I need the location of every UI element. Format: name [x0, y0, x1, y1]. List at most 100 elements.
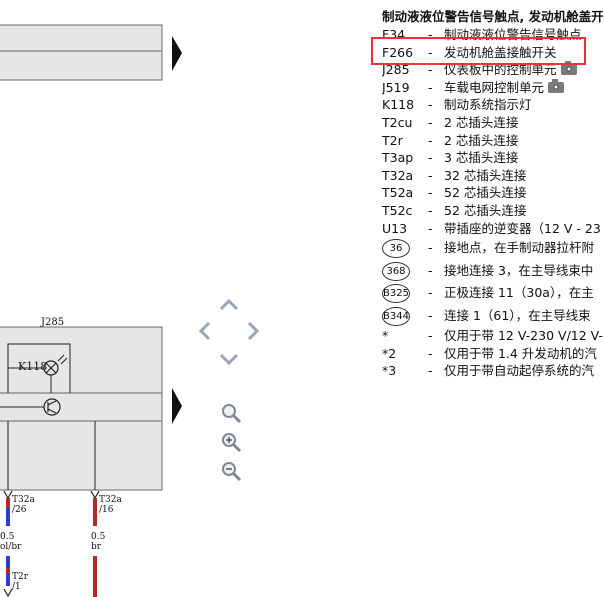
legend-row-t2cu: T2cu - 2 芯插头连接 — [382, 114, 604, 132]
wire-color-left: ol/br — [0, 542, 22, 552]
wire-left-lower-red — [6, 568, 10, 574]
legend-desc: 2 芯插头连接 — [444, 114, 519, 130]
legend-row-u13: U13 - 带插座的逆变器（12 V - 23 — [382, 220, 604, 238]
wire-left-blue — [6, 508, 10, 526]
legend-row-t3ap: T3ap - 3 芯插头连接 — [382, 149, 604, 167]
chevron-left-icon[interactable] — [196, 320, 218, 342]
legend-desc: 52 芯插头连接 — [444, 202, 527, 218]
positive-connection-icon: B325 — [382, 284, 410, 304]
legend-desc: 制动系统指示灯 — [444, 97, 532, 113]
k118-label: K118 — [18, 360, 48, 373]
connector-pin-right-label: /16 — [99, 505, 114, 515]
legend-code: *2 — [382, 345, 397, 361]
legend-desc: 32 芯插头连接 — [444, 167, 527, 183]
zoom-in-icon[interactable] — [220, 431, 242, 453]
chevron-down-icon[interactable] — [218, 352, 240, 374]
legend-row-k118: K118 - 制动系统指示灯 — [382, 96, 604, 114]
lamp-ray-2 — [60, 357, 68, 365]
transistor-lead-a — [47, 400, 57, 406]
connector-code-lower: T2r — [12, 572, 29, 582]
legend-dash: - — [428, 114, 433, 130]
chevron-up-icon[interactable] — [218, 296, 240, 318]
legend-desc: 仅用于带自动起停系统的汽 — [444, 363, 595, 379]
connector-pin-left-label: /26 — [12, 505, 27, 515]
legend-row-f266: F266 - 发动机舱盖接触开关 — [382, 44, 604, 62]
ground-connection-icon: 368 — [382, 261, 410, 281]
legend-dash: - — [428, 132, 433, 148]
component-legend: 制动液液位警告信号触点, 发动机舱盖开 F34 - 制动液液位警告信号触点 F2… — [382, 8, 604, 380]
legend-desc: 仅用于带 1.4 升发动机的汽 — [444, 345, 597, 361]
legend-desc: 2 芯插头连接 — [444, 132, 519, 148]
wire-spec-right: 0.5 br — [91, 532, 105, 552]
legend-dash: - — [428, 79, 433, 95]
legend-dash: - — [428, 328, 433, 344]
lamp-ray-1 — [57, 354, 65, 362]
legend-row-b325: B325 - 正极连接 11（30a），在主 — [382, 282, 604, 305]
legend-note-3: *3 - 仅用于带自动起停系统的汽 — [382, 362, 604, 380]
legend-note-2: *2 - 仅用于带 1.4 升发动机的汽 — [382, 345, 604, 363]
ground-point-icon: 36 — [382, 239, 410, 259]
legend-code: T52c — [382, 202, 413, 218]
legend-row-t52c: T52c - 52 芯插头连接 — [382, 202, 604, 220]
wire-left-red — [6, 498, 10, 508]
wire-size-left: 0.5 — [0, 532, 15, 542]
legend-code: T32a — [382, 167, 414, 183]
lamp-cross-b — [45, 362, 57, 374]
legend-dash: - — [428, 202, 433, 218]
legend-row-t52a: T52a - 52 芯插头连接 — [382, 184, 604, 202]
connector-pin-right — [90, 490, 100, 500]
camera-icon[interactable] — [548, 78, 565, 93]
legend-code: T2cu — [382, 114, 413, 130]
legend-desc: 接地点，在手制动器拉杆附 — [444, 240, 595, 256]
j285-block — [0, 326, 163, 491]
transistor-symbol-icon — [43, 398, 61, 416]
legend-desc: 发动机舱盖接触开关 — [444, 44, 557, 60]
legend-code: J519 — [382, 79, 410, 95]
connector-label-left: T32a /26 — [12, 495, 35, 515]
legend-desc: 仪表板中的控制单元 — [444, 61, 577, 79]
legend-row-t32a: T32a - 32 芯插头连接 — [382, 167, 604, 185]
connector-pin-lower-label: /1 — [12, 582, 21, 592]
legend-row-ground-36: 36 - 接地点，在手制动器拉杆附 — [382, 237, 604, 260]
connector-pin-lower — [3, 588, 13, 597]
legend-code: * — [382, 328, 389, 344]
page-arrow-lower — [172, 388, 182, 424]
connection-icon: B344 — [382, 306, 410, 326]
j285-label: J285 — [41, 317, 65, 328]
legend-dash: - — [428, 285, 433, 301]
legend-row-t2r: T2r - 2 芯插头连接 — [382, 132, 604, 150]
page-arrow-upper — [172, 36, 182, 71]
legend-desc: 制动液液位警告信号触点 — [444, 27, 582, 42]
legend-desc: 52 芯插头连接 — [444, 185, 527, 201]
legend-desc: 接地连接 3，在主导线束中 — [444, 262, 594, 278]
legend-dash: - — [428, 44, 433, 60]
legend-dash: - — [428, 185, 433, 201]
connector-code-right: T32a — [99, 495, 122, 505]
wire-spec-left: 0.5 ol/br — [0, 532, 21, 552]
legend-desc: 3 芯插头连接 — [444, 150, 519, 166]
zoom-out-icon[interactable] — [220, 460, 242, 482]
connector-label-lower: T2r /1 — [12, 572, 28, 592]
legend-dash: - — [428, 27, 433, 42]
chevron-right-icon[interactable] — [246, 320, 268, 342]
legend-title: 制动液液位警告信号触点, 发动机舱盖开 — [382, 9, 604, 24]
legend-code: K118 — [382, 97, 415, 113]
connector-pin-left — [3, 490, 13, 500]
legend-code: U13 — [382, 220, 408, 236]
wire-right-red — [93, 498, 97, 526]
legend-dash: - — [428, 62, 433, 78]
legend-row-j519: J519 - 车载电网控制单元 — [382, 78, 604, 97]
legend-dash: - — [428, 97, 433, 113]
magnifier-icon[interactable] — [220, 402, 242, 424]
camera-icon[interactable] — [560, 61, 577, 76]
legend-dash: - — [428, 307, 433, 323]
legend-code: F266 — [382, 44, 414, 60]
wire-size-right: 0.5 — [91, 532, 106, 542]
legend-row-j285: J285 - 仪表板中的控制单元 — [382, 61, 604, 79]
legend-code: J285 — [382, 62, 410, 78]
legend-desc: 连接 1（61），在主导线束 — [444, 307, 591, 323]
legend-code: T52a — [382, 185, 414, 201]
legend-dash: - — [428, 167, 433, 183]
legend-row-b344: B344 - 连接 1（61），在主导线束 — [382, 305, 604, 328]
legend-dash: - — [428, 345, 433, 361]
